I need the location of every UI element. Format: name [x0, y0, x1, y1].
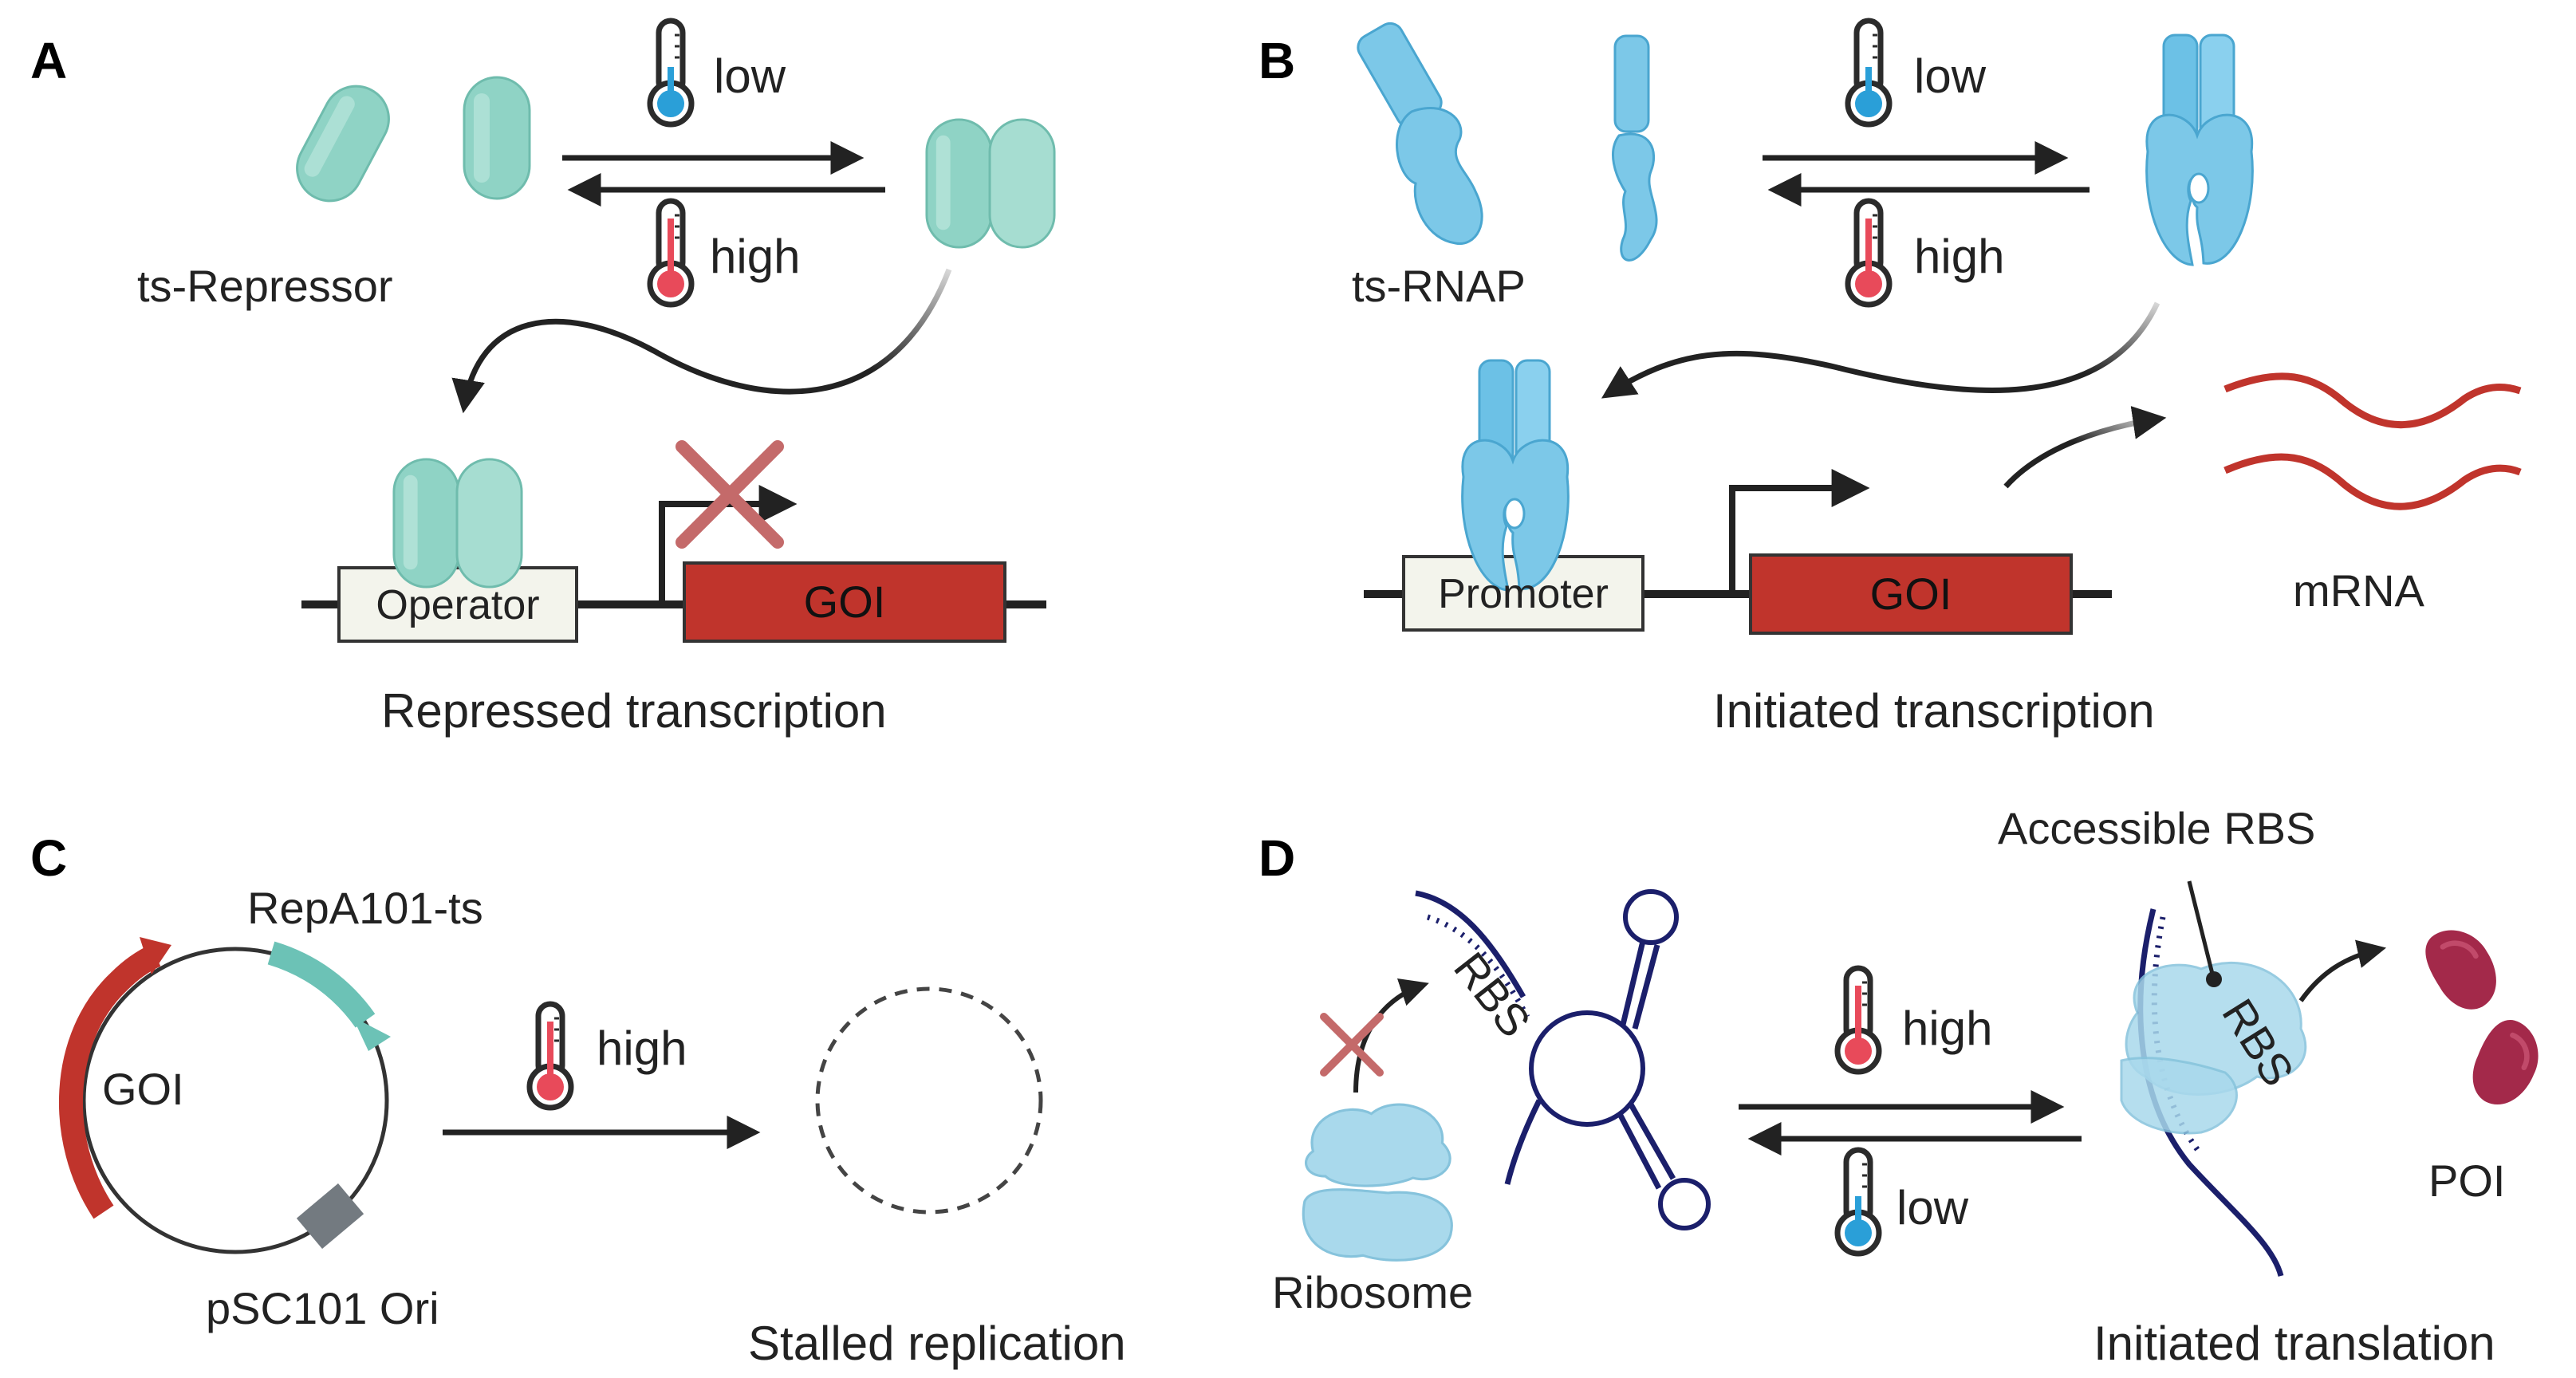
goi-label-c: GOI	[102, 1064, 184, 1114]
ori-block	[296, 1183, 364, 1250]
rnap-dimer	[2145, 33, 2254, 266]
operator-label: Operator	[376, 582, 539, 628]
panel-c-letter: C	[30, 829, 67, 887]
lost-plasmid-circle	[815, 986, 1043, 1215]
caption-d: Initiated translation	[2093, 1317, 2495, 1370]
repa-arc	[267, 941, 376, 1028]
panel-b-letter: B	[1258, 32, 1295, 89]
thermometer-low-icon	[650, 21, 691, 124]
goi-label-b: GOI	[1870, 569, 1952, 619]
binding-arrow-b	[1601, 301, 2160, 399]
panel-a-letter: A	[30, 32, 67, 89]
thermometer-low-icon	[1837, 1150, 1879, 1254]
panel-a: A ts-Repressor low high Operator GOI Rep…	[30, 21, 1056, 738]
goi-arc-head	[140, 937, 171, 974]
repressor-dimer	[925, 118, 1056, 249]
repressor-monomer-upright	[463, 76, 531, 200]
goi-box-b	[1749, 553, 2073, 635]
mrna-label: mRNA	[2293, 565, 2425, 616]
ribosome-icon	[1302, 1103, 1453, 1262]
temp-high-label-a: high	[710, 230, 800, 283]
panel-b: B ts-RNAP low high Promoter GOI mRNA Ini…	[1258, 19, 2522, 738]
temp-high-label-b: high	[1914, 230, 2004, 283]
panel-c: C RepA101-ts GOI pSC101 Ori high Stalled…	[30, 829, 1126, 1370]
temp-low-label-a: low	[714, 49, 786, 103]
blocked-cross-icon-d	[1320, 1013, 1384, 1077]
repressor-monomer-tilted	[284, 73, 402, 214]
thermometer-low-icon	[1848, 21, 1889, 124]
caption-b: Initiated transcription	[1713, 684, 2155, 738]
accessible-rbs-label: Accessible RBS	[1998, 803, 2315, 853]
transcription-arrow	[2003, 406, 2167, 489]
temp-high-label-d: high	[1902, 1002, 1992, 1055]
binding-arrow-a	[451, 268, 952, 414]
ts-repressor-label: ts-Repressor	[137, 261, 393, 311]
rnap-monomer-2	[1612, 34, 1658, 262]
blocked-cross-icon	[676, 440, 784, 549]
ribosome-label: Ribosome	[1272, 1267, 1473, 1317]
caption-a: Repressed transcription	[381, 684, 887, 738]
temp-low-label-b: low	[1914, 49, 1987, 103]
temp-low-label-d: low	[1897, 1181, 1969, 1234]
bound-rnap-dimer	[1461, 359, 1570, 592]
poi-protein-2	[2456, 1012, 2555, 1116]
plasmid-circle	[81, 947, 389, 1254]
caption-c: Stalled replication	[748, 1317, 1126, 1370]
translating-complex	[2120, 908, 2307, 1277]
ori-label: pSC101 Ori	[206, 1283, 439, 1333]
mrna-strand-2	[2223, 453, 2522, 510]
poi-protein-1	[2419, 919, 2506, 1019]
promoter-arrow-b	[1729, 469, 1870, 594]
thermometer-high-icon	[650, 201, 691, 305]
goi-label-a: GOI	[804, 577, 886, 627]
operator-box	[337, 566, 578, 643]
ts-rnap-label: ts-RNAP	[1352, 261, 1526, 311]
thermometer-high-icon	[1848, 201, 1889, 305]
goi-box-a	[683, 561, 1006, 643]
accessible-rbs-pointer	[2187, 880, 2216, 978]
panel-d: D RBS Ribosome high low	[1258, 803, 2555, 1370]
rna-hairpin	[1415, 889, 1711, 1230]
blocked-binding-arrow	[1353, 978, 1429, 1093]
goi-arc	[59, 944, 161, 1219]
promoter-label: Promoter	[1438, 571, 1609, 617]
accessible-rbs-dot	[2206, 971, 2222, 987]
mrna-strand-1	[2223, 372, 2522, 428]
thermometer-high-icon	[530, 1004, 571, 1108]
rbs-label-hairpin: RBS	[1444, 943, 1541, 1046]
repa-label: RepA101-ts	[247, 883, 483, 933]
translation-arrow	[2298, 939, 2387, 1002]
repa-arc-head	[353, 1017, 391, 1051]
poi-label: POI	[2428, 1156, 2505, 1206]
temp-high-label-c: high	[597, 1022, 687, 1075]
rnap-monomer-1	[1357, 22, 1483, 246]
panel-d-letter: D	[1258, 829, 1295, 887]
thermometer-high-icon	[1837, 968, 1879, 1072]
